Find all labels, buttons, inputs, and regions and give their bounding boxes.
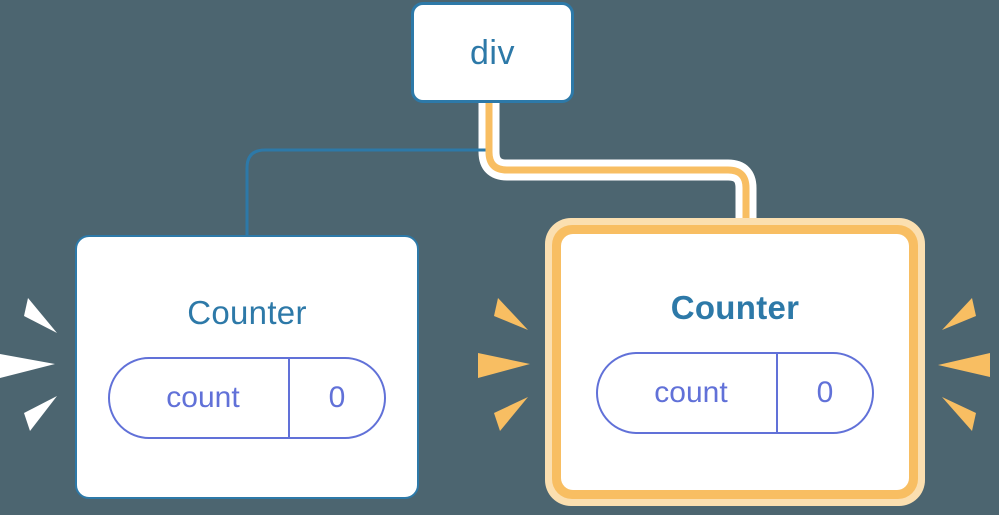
sparkle-ray-middle: [478, 353, 530, 378]
node-div-label: div: [470, 33, 515, 72]
counter-right-state-value: 0: [776, 353, 872, 432]
counter-right-state-pill[interactable]: count 0: [596, 351, 874, 434]
sparkle-burst-white-left: [0, 298, 57, 431]
node-counter-right[interactable]: Counter count 0: [561, 234, 909, 490]
sparkle-ray-lower: [494, 397, 528, 431]
counter-left-state-pill[interactable]: count 0: [108, 356, 386, 439]
node-div[interactable]: div: [411, 2, 574, 103]
sparkle-burst-orange-right: [938, 298, 990, 431]
sparkle-ray-upper: [942, 298, 976, 330]
counter-left-state-value: 0: [288, 358, 384, 437]
counter-right-state-key: count: [654, 375, 728, 409]
counter-left-content: Counter count 0: [77, 237, 417, 497]
counter-left-state-key: count: [166, 380, 240, 414]
sparkle-ray-lower: [24, 396, 57, 431]
sparkle-ray-middle: [938, 353, 990, 377]
counter-right-highlight-ring: Counter count 0: [552, 225, 918, 499]
edge-left-counter: [245, 103, 491, 237]
counter-right-highlight-halo: Counter count 0: [545, 218, 925, 506]
sparkle-ray-upper: [24, 298, 57, 333]
sparkle-ray-middle: [0, 354, 55, 378]
sparkle-ray-lower: [942, 397, 976, 431]
sparkle-ray-upper: [494, 298, 528, 330]
counter-right-content: Counter count 0: [561, 234, 909, 490]
counter-right-title: Counter: [670, 288, 800, 326]
sparkle-burst-orange-inner: [478, 298, 530, 431]
node-counter-left[interactable]: Counter count 0: [75, 235, 419, 499]
edge-right-counter: [485, 103, 750, 232]
counter-left-title: Counter: [187, 293, 307, 331]
